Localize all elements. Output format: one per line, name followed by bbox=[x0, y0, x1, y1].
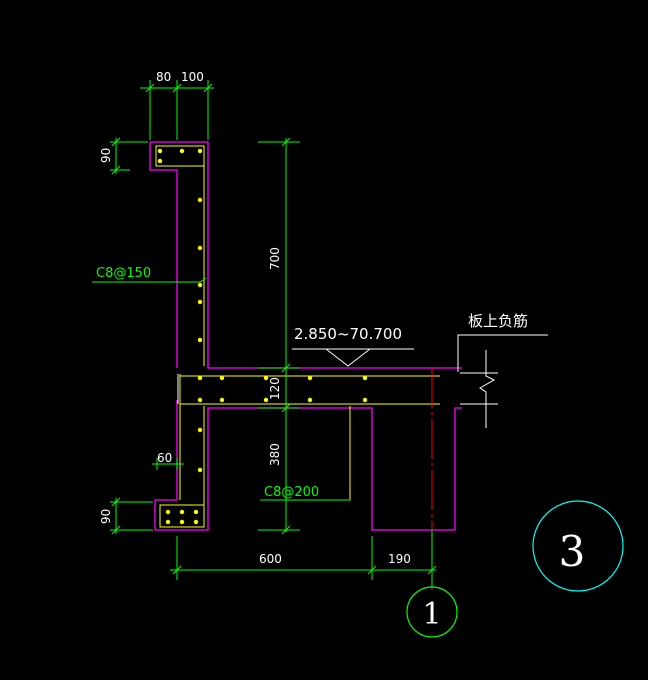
dim-190: 190 bbox=[388, 552, 411, 566]
stirrup-lower-label: C8@200 bbox=[264, 485, 319, 500]
dim-top-80: 80 bbox=[156, 70, 171, 84]
annotation-lines bbox=[177, 334, 548, 428]
rebar-dots bbox=[157, 148, 368, 525]
section-bubble-label: 3 bbox=[559, 527, 586, 576]
axis-bubble: 1 bbox=[406, 586, 458, 638]
axis-bubble-label: 1 bbox=[422, 597, 441, 632]
dim-60: 60 bbox=[157, 451, 172, 465]
dim-top-100: 100 bbox=[181, 70, 204, 84]
stirrup-upper-label: C8@150 bbox=[96, 266, 151, 281]
dimension-lines bbox=[92, 80, 437, 580]
section-bubble: 3 bbox=[532, 500, 624, 592]
dim-top-90: 90 bbox=[99, 148, 113, 163]
dim-600: 600 bbox=[259, 552, 282, 566]
dim-120: 120 bbox=[268, 377, 282, 400]
concrete-section-outline bbox=[149, 141, 462, 531]
elevation-label: 2.850~70.700 bbox=[294, 325, 402, 343]
slab-negative-rebar-label: 板上负筋 bbox=[468, 312, 528, 330]
dim-380: 380 bbox=[268, 443, 282, 466]
dim-700: 700 bbox=[268, 247, 282, 270]
dim-bottom-90: 90 bbox=[99, 509, 113, 524]
